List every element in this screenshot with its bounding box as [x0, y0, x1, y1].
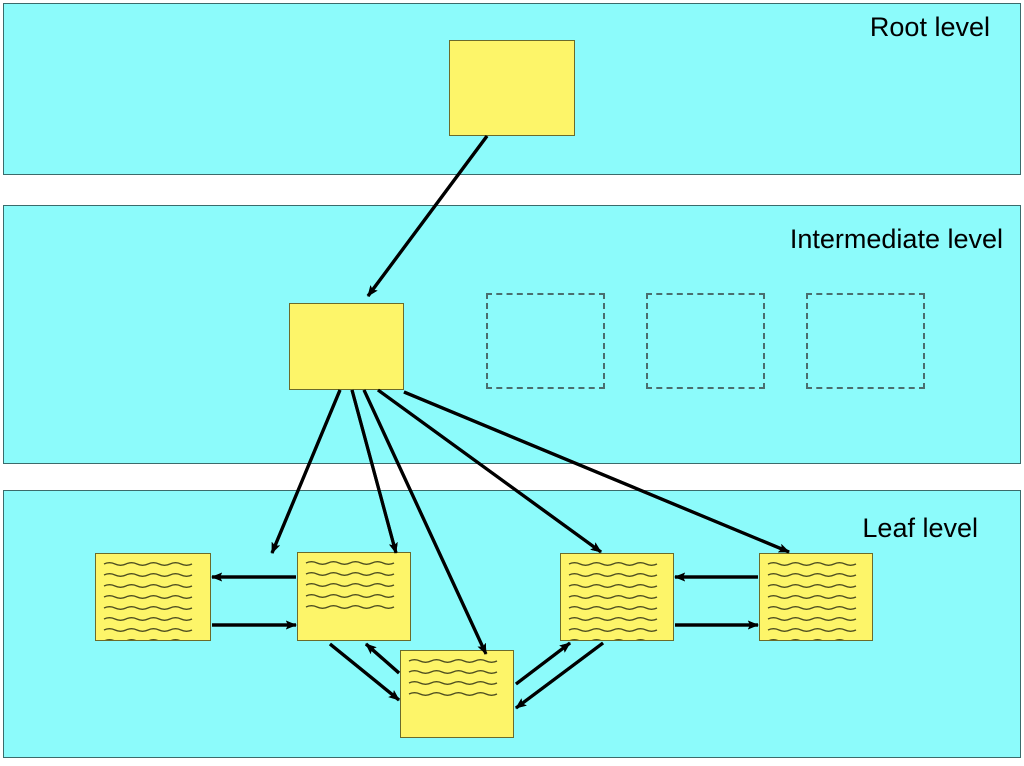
node-root[interactable] — [449, 40, 575, 136]
node-leaf-3[interactable] — [560, 553, 674, 641]
node-leaf-5[interactable] — [400, 650, 514, 738]
edge-intermediate-to-leaf-3 — [377, 388, 602, 554]
intermediate-placeholder-1 — [486, 293, 605, 389]
band-label-intermediate: Intermediate level — [789, 224, 1003, 254]
node-leaf-4[interactable] — [759, 553, 873, 641]
edge-root-to-intermediate — [366, 135, 489, 297]
node-leaf-2[interactable] — [297, 552, 411, 641]
edge-leaf-2-leaf-5-a — [328, 642, 401, 702]
node-intermediate[interactable] — [289, 303, 404, 390]
node-leaf-1[interactable] — [95, 553, 211, 641]
edge-leaf-5-leaf-3-a — [515, 641, 571, 686]
edge-intermediate-to-leaf-1 — [270, 389, 342, 554]
band-label-leaf: Leaf level — [862, 513, 978, 543]
edge-intermediate-to-leaf-4 — [403, 390, 790, 554]
edge-leaf-5-leaf-2-b — [364, 642, 401, 675]
band-label-root: Root level — [869, 12, 990, 42]
intermediate-placeholder-3 — [806, 293, 925, 389]
intermediate-placeholder-2 — [646, 293, 765, 389]
